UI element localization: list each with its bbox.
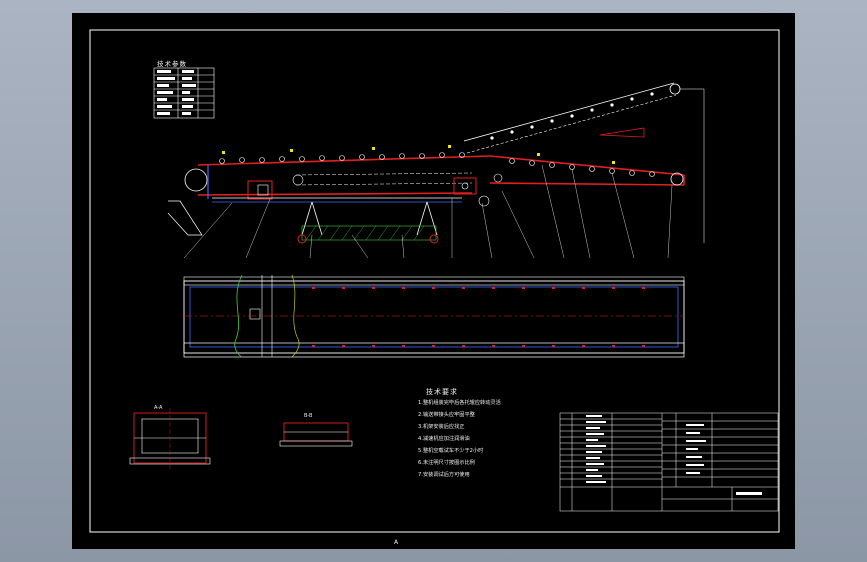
inclined-conveyor [463,82,705,243]
section-a [129,408,211,469]
parameter-table [153,67,215,119]
drawing-sheet: 技术参数 技术要求 1.整机组装完毕后各托辊应转动灵活 2.输送带接头应牢固平整… [72,13,795,549]
section-b-label: B-B [304,413,313,419]
note-line: 4.减速机应加注润滑油 [418,436,470,442]
conveyor-belt-elevation [167,145,685,259]
title-block [559,412,779,512]
cad-drawing [89,29,780,533]
footer-mark: A [394,539,399,546]
notes-title: 技术要求 [426,388,458,396]
note-line: 7.安装调试后方可使用 [418,472,470,478]
note-line: 2.输送带接头应牢固平整 [418,412,475,418]
section-b [279,422,353,447]
note-line: 6.未注明尺寸按图示比例 [418,460,475,466]
note-line: 1.整机组装完毕后各托辊应转动灵活 [418,400,501,406]
note-line: 5.整机空载试车不少于2小时 [418,448,484,454]
note-line: 3.机架安装后应找正 [418,424,465,430]
drawing-border [89,29,780,533]
conveyor-plan-view [183,274,685,358]
section-a-label: A-A [154,405,163,411]
parameter-table-title: 技术参数 [157,60,187,68]
